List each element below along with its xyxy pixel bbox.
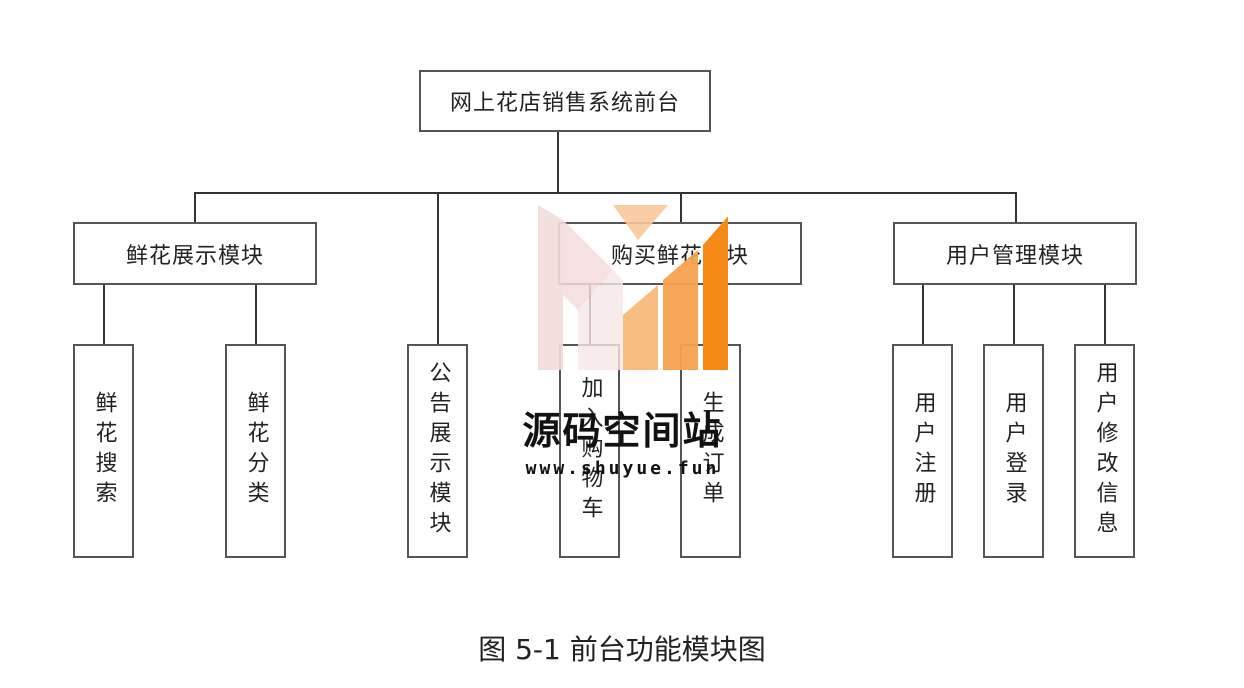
connector-to-user-management	[1015, 192, 1017, 223]
leaf-user-modify-info: 用户修改信息	[1074, 344, 1135, 558]
connector-user-modify	[1104, 284, 1106, 345]
leaf-flower-search: 鲜花搜索	[73, 344, 134, 558]
connector-to-purchase	[680, 192, 682, 223]
connector-to-flower-display	[194, 192, 196, 223]
leaf-user-login: 用户登录	[983, 344, 1044, 558]
module-flower-display: 鲜花展示模块	[73, 222, 317, 285]
connector-flower-search	[103, 284, 105, 345]
watermark-url: www.shuyue.fun	[525, 458, 720, 479]
module-label: 用户管理模块	[945, 243, 1084, 269]
leaf-add-to-cart: 加入购物车	[559, 344, 620, 558]
root-label: 网上花店销售系统前台	[449, 91, 680, 116]
module-label: 鲜花展示模块	[125, 243, 264, 269]
connector-horizontal-bus	[194, 192, 1017, 194]
leaf-user-register: 用户注册	[892, 344, 953, 558]
figure-caption: 图 5-1 前台功能模块图	[478, 633, 766, 666]
root-box: 网上花店销售系统前台	[419, 70, 711, 132]
leaf-label: 生成订单	[698, 391, 724, 511]
leaf-label: 鲜花搜索	[91, 391, 117, 511]
watermark-title: 源码空间站	[522, 409, 723, 453]
leaf-label: 加入购物车	[577, 376, 603, 526]
connector-to-announcement	[437, 192, 439, 345]
connector-flower-category	[255, 284, 257, 345]
leaf-label: 用户注册	[910, 391, 936, 511]
leaf-label: 用户登录	[1001, 391, 1027, 511]
leaf-label: 鲜花分类	[243, 391, 269, 511]
watermark-logo-icon	[538, 205, 728, 370]
connector-user-register	[922, 284, 924, 345]
watermark: 源码空间站 www.shuyue.fun	[500, 200, 745, 485]
leaf-create-order: 生成订单	[680, 344, 741, 558]
module-user-management: 用户管理模块	[893, 222, 1137, 285]
module-label: 公告展示模块	[425, 361, 451, 541]
connector-user-login	[1013, 284, 1015, 345]
leaf-label: 用户修改信息	[1092, 361, 1118, 541]
connector-root-down	[557, 131, 559, 193]
module-announcement: 公告展示模块	[407, 344, 468, 558]
leaf-flower-category: 鲜花分类	[225, 344, 286, 558]
